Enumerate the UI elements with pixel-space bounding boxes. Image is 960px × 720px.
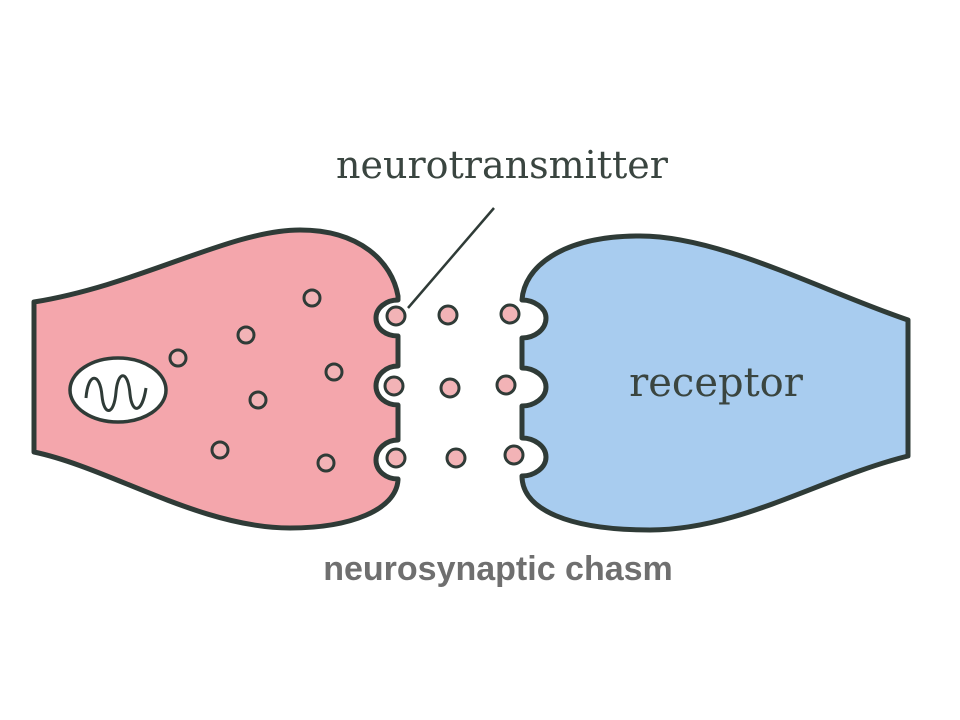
postsynaptic-terminal xyxy=(519,233,911,533)
neurotransmitter-pointer-line xyxy=(407,207,495,309)
neurotransmitter-molecule xyxy=(383,375,405,397)
receptor-label: receptor xyxy=(629,360,804,406)
neurotransmitter-molecule xyxy=(437,304,459,326)
vesicle-group xyxy=(168,288,344,473)
mitochondrion xyxy=(68,356,168,424)
vesicle xyxy=(324,362,344,382)
synaptic-chasm-label: neurosynaptic chasm xyxy=(323,550,673,588)
vesicle xyxy=(316,453,336,473)
vesicle xyxy=(302,288,322,308)
neurotransmitter-molecules xyxy=(383,303,525,469)
vesicle xyxy=(248,390,268,410)
neurotransmitter-molecule xyxy=(385,305,407,327)
neurotransmitter-molecule xyxy=(499,303,521,325)
vesicle xyxy=(236,325,256,345)
vesicle xyxy=(168,348,188,368)
neurotransmitter-molecule xyxy=(385,447,407,469)
neurotransmitter-molecule xyxy=(495,374,517,396)
vesicle xyxy=(210,440,230,460)
mitochondrion-cristae xyxy=(84,374,148,412)
neurotransmitter-molecule xyxy=(445,447,467,469)
neurotransmitter-molecule xyxy=(503,444,525,466)
neurotransmitter-molecule xyxy=(439,377,461,399)
neurotransmitter-label: neurotransmitter xyxy=(336,143,669,187)
